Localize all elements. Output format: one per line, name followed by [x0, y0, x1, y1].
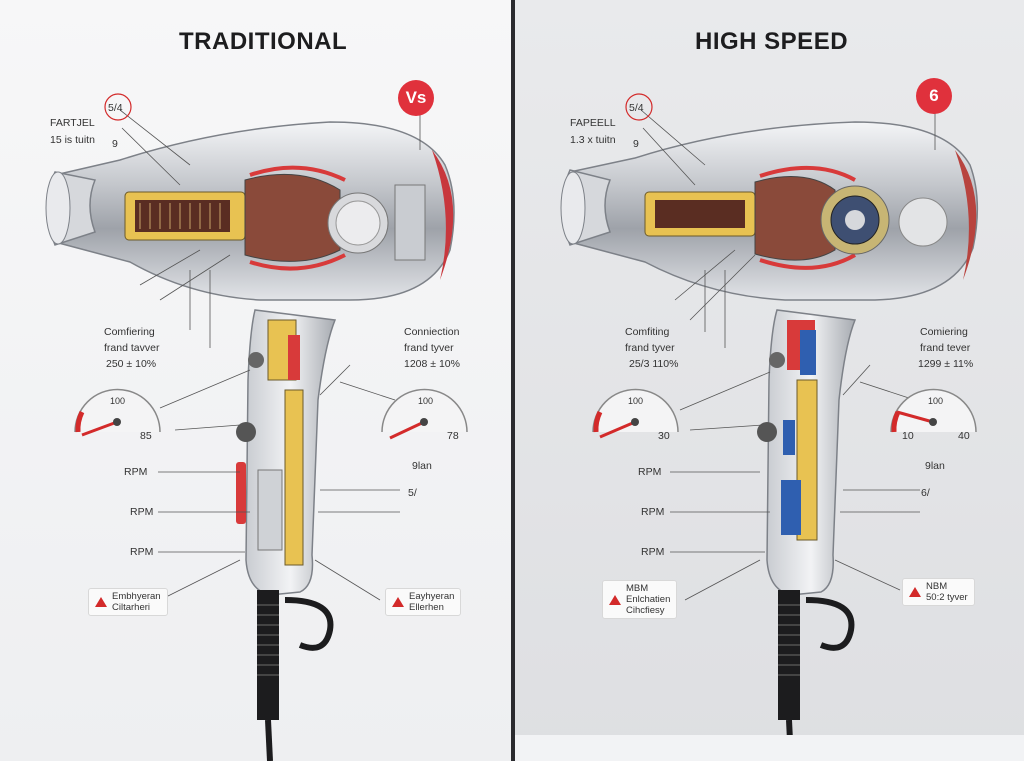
gauge-left-low: 85 — [140, 430, 152, 442]
side-label-1: 9lan — [412, 460, 432, 472]
warning-line-1: Eayhyeran — [409, 591, 455, 602]
tag-sub: 9 — [633, 138, 639, 150]
warning-line-2: 50:2 tyver — [926, 592, 968, 603]
number-badge: 6 — [916, 78, 952, 114]
panel-divider — [511, 0, 515, 761]
spec-name: FARTJEL — [50, 117, 95, 129]
high-speed-panel: HIGH SPEED 6 5/4 9 FAPEELL 1.3 x tuitn C… — [515, 0, 1024, 761]
gauge-left-low: 30 — [658, 430, 670, 442]
spec-name: FAPEELL — [570, 117, 616, 129]
label-right-1: Conniection — [404, 326, 460, 338]
vs-badge: Vs — [398, 80, 434, 116]
gauge-right-value: 100 — [928, 396, 944, 406]
warning-icon — [95, 597, 107, 607]
warning-line-2: Ciltarheri — [112, 602, 151, 613]
label-right-1: Comiering — [920, 326, 968, 338]
label-left-3: 25/3 110% — [629, 358, 679, 370]
label-right-2: frand tyver — [404, 342, 454, 354]
traditional-panel: TRADITIONAL Vs 5/4 9 FARTJEL 15 is tuitn… — [0, 0, 511, 761]
side-label-2: 5/ — [408, 487, 417, 499]
rpm-label-2: RPM — [130, 506, 154, 518]
gauge-right-low: 78 — [447, 430, 459, 442]
gauge-icon — [74, 388, 161, 437]
panel-title: HIGH SPEED — [695, 28, 849, 55]
label-left-2: frand tavver — [104, 342, 160, 354]
tag-top: 5/4 — [629, 102, 644, 114]
label-left-1: Comfiting — [625, 326, 670, 338]
label-right-3: 1299 ± 11% — [918, 358, 974, 370]
rpm-label-1: RPM — [124, 466, 148, 478]
spec-value: 15 is tuitn — [50, 134, 95, 146]
spec-value: 1.3 x tuitn — [570, 134, 616, 146]
label-right-3: 1208 ± 10% — [404, 358, 460, 370]
label-left-1: Comfiering — [104, 326, 155, 338]
label-left-2: frand tyver — [625, 342, 675, 354]
gauge-left-value: 100 — [110, 396, 126, 406]
floor-strip — [515, 735, 1024, 761]
tag-sub: 9 — [112, 138, 118, 150]
warning-line-1: NBM — [926, 581, 948, 592]
warning-line-2: Ellerhen — [409, 602, 444, 613]
side-label-1: 9lan — [925, 460, 945, 472]
warning-line-3: Cihcfiesy — [626, 605, 665, 616]
warning-icon — [909, 587, 921, 597]
gauge-right-value: 100 — [418, 396, 434, 406]
rpm-label-3: RPM — [641, 546, 665, 558]
rpm-label-1: RPM — [638, 466, 662, 478]
gauge-right-low: 40 — [958, 430, 970, 442]
warning-icon — [609, 594, 621, 605]
rpm-label-2: RPM — [641, 506, 665, 518]
panel-title: TRADITIONAL — [179, 28, 348, 55]
hair-dryer-cutaway-icon — [560, 93, 979, 761]
warning-icon — [392, 597, 404, 607]
gauge-left-value: 100 — [628, 396, 644, 406]
warning-line-1: Embhyeran — [112, 591, 161, 602]
gauge-right-low-left: 10 — [902, 430, 914, 442]
tag-top: 5/4 — [108, 102, 123, 114]
warning-line-1: MBM — [626, 583, 649, 594]
rpm-label-3: RPM — [130, 546, 154, 558]
label-right-2: frand tever — [920, 342, 971, 354]
label-left-3: 250 ± 10% — [106, 358, 157, 370]
hair-dryer-cutaway-icon — [45, 93, 468, 761]
warning-line-2: Enlchatien — [626, 594, 671, 605]
side-label-2: 6/ — [921, 487, 930, 499]
